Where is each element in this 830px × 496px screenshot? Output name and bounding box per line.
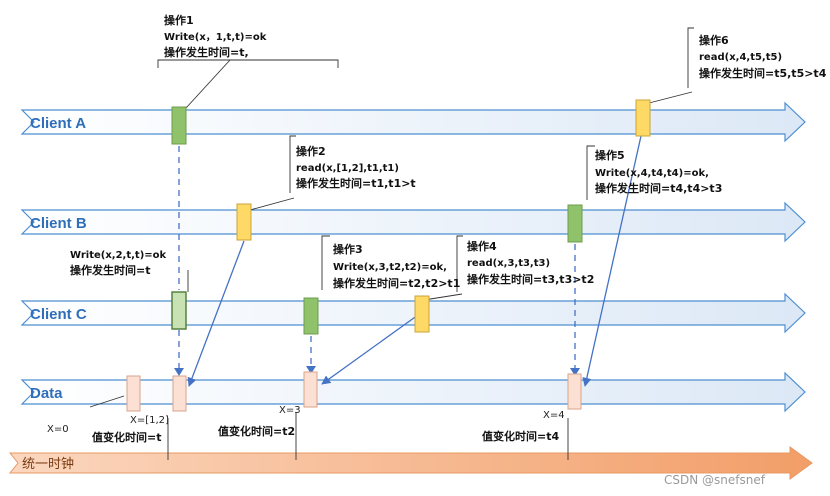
callout-pointer-op4 (423, 293, 463, 301)
state-s3-value: X=4 (543, 410, 565, 421)
op5-title: 操作5 (595, 148, 625, 162)
opc-line1: Write(x,2,t,t)=ok (70, 250, 167, 261)
op4-line1: read(x,3,t3,t3) (467, 258, 550, 269)
note-op5: 操作5 Write(x,4,t4,t4)=ok, 操作发生时间=t4,t4>t3 (595, 148, 722, 195)
callout-pointer-op2 (249, 197, 295, 211)
op4-read-block (414, 295, 430, 333)
op3-title: 操作3 (333, 242, 363, 256)
watermark: CSDN @snefsnef (664, 473, 766, 487)
lane-label-client-b: Client B (30, 215, 87, 232)
arrow-read-op6 (582, 135, 642, 387)
state-s3-time: 值变化时间=t4 (482, 429, 559, 443)
op3-write-block (303, 297, 319, 335)
callout-bracket-op4 (456, 235, 463, 292)
op6-title: 操作6 (699, 33, 729, 47)
data-state-block-s3 (567, 373, 582, 410)
lane-data: Data (20, 371, 806, 413)
op5-write-block (567, 204, 583, 243)
op6-read-block (635, 99, 651, 137)
lane-label-client-c: Client C (30, 306, 87, 323)
op5-line1: Write(x,4,t4,t4)=ok, (595, 168, 709, 179)
op2-line2: 操作发生时间=t1,t1>t (296, 176, 416, 190)
note-op4: 操作4 read(x,3,t3,t3) 操作发生时间=t3,t3>t2 (467, 239, 594, 286)
callout-bracket-op6 (687, 27, 694, 88)
op3-line1: Write(x,3,t2,t2)=ok, (333, 262, 447, 273)
state-s2-value: X=3 (279, 405, 301, 416)
arrow-read-op4 (321, 314, 419, 385)
note-op1: 操作1 Write(x，1,t,t)=ok 操作发生时间=t, (164, 13, 267, 59)
op2-line1: read(x,[1,2],t1,t1) (296, 163, 399, 174)
state-s0-value: X=0 (47, 424, 69, 435)
op5-line2: 操作发生时间=t4,t4>t3 (595, 181, 722, 195)
state-s1-value: X=[1,2] (130, 415, 169, 426)
lane-client-a: Client A (20, 101, 806, 143)
op6-line2: 操作发生时间=t5,t5>t4 (699, 66, 827, 80)
op1-title: 操作1 (164, 13, 194, 27)
data-state-block-s0 (126, 375, 141, 412)
op4-title: 操作4 (467, 239, 497, 253)
state-s2-time: 值变化时间=t2 (218, 424, 295, 438)
opc-line2: 操作发生时间=t (70, 263, 150, 277)
callout-bracket-op1 (157, 59, 339, 68)
op1-write-block (171, 106, 187, 145)
data-state-block-s2 (303, 371, 318, 408)
op6-line1: read(x,4,t5,t5) (699, 52, 782, 63)
op2-read-block (236, 203, 252, 241)
op1-line1: Write(x，1,t,t)=ok (164, 32, 267, 43)
op4-line2: 操作发生时间=t3,t3>t2 (467, 272, 594, 286)
callout-bracket-op3 (321, 235, 330, 290)
clock-label: 统一时钟 (22, 456, 74, 472)
callout-pointer-s0 (89, 395, 125, 408)
note-op3: 操作3 Write(x,3,t2,t2)=ok, 操作发生时间=t2,t2>t1 (333, 242, 460, 290)
callout-bracket-op5 (586, 145, 595, 200)
note-op2: 操作2 read(x,[1,2],t1,t1) 操作发生时间=t1,t1>t (296, 144, 416, 190)
state-s1-time: 值变化时间=t (92, 430, 161, 444)
lane-unified-clock: 统一时钟 (8, 446, 813, 480)
note-op6: 操作6 read(x,4,t5,t5) 操作发生时间=t5,t5>t4 (699, 33, 827, 80)
op3-line2: 操作发生时间=t2,t2>t1 (333, 276, 460, 290)
callout-pointer-op6 (648, 91, 693, 104)
arrow-read-op2 (187, 240, 245, 387)
lane-label-client-a: Client A (30, 115, 86, 132)
lane-label-data: Data (30, 385, 63, 402)
opc-write-block (171, 291, 187, 330)
lane-client-c: Client C (20, 292, 806, 334)
lane-client-b: Client B (20, 201, 806, 243)
op1-line2: 操作发生时间=t, (164, 45, 249, 59)
data-state-block-s1 (172, 375, 187, 412)
callout-bracket-op2 (289, 135, 296, 193)
note-op-c: Write(x,2,t,t)=ok 操作发生时间=t (70, 250, 167, 277)
callout-pointer-op1 (185, 59, 231, 109)
op2-title: 操作2 (296, 144, 326, 158)
